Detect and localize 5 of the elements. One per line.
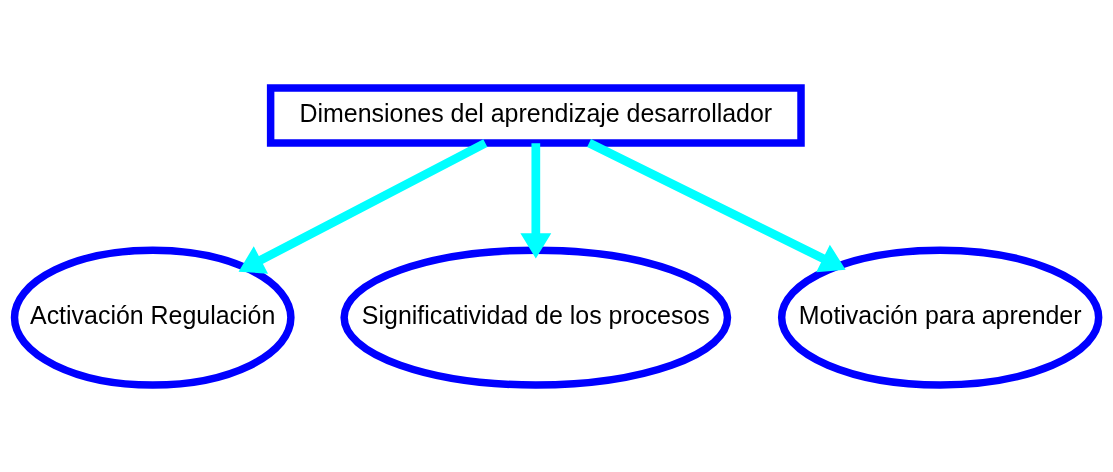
node-ellipse: Significatividad de los procesos bbox=[340, 246, 732, 389]
node-box: Dimensiones del aprendizaje desarrollador bbox=[266, 83, 805, 147]
arrow bbox=[238, 138, 488, 274]
arrow bbox=[520, 142, 552, 258]
arrow bbox=[587, 138, 846, 272]
